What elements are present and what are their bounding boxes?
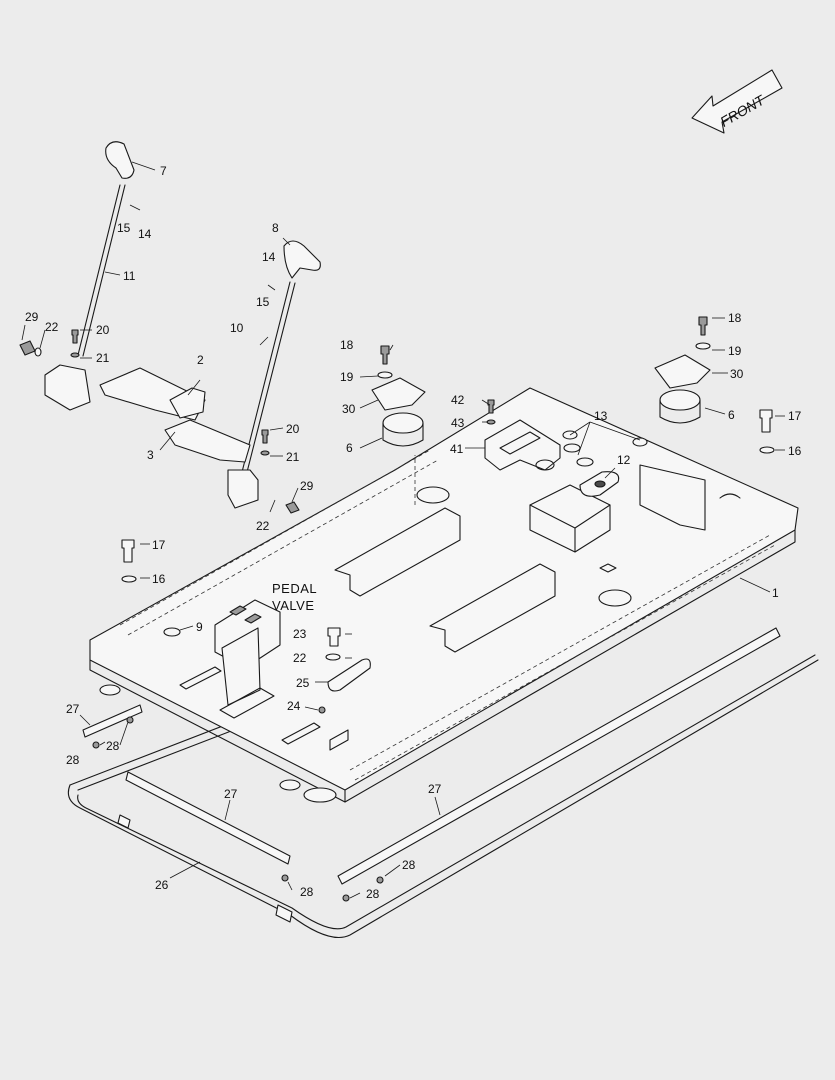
cab-mount-right	[654, 316, 711, 424]
leader-lines	[21, 161, 785, 899]
callout-41: 41	[450, 442, 464, 456]
callout-labels: 1 2 3 6 6 7 8 9 10 11 12 13 14 14 15 15 …	[25, 164, 802, 901]
callout-13: 13	[594, 409, 608, 423]
callout-27-left: 27	[66, 702, 80, 716]
callout-2: 2	[197, 353, 204, 367]
callout-18-right: 18	[728, 311, 742, 325]
callout-15-left: 15	[117, 221, 131, 235]
callout-43: 43	[451, 416, 465, 430]
callout-28-center: 28	[300, 885, 314, 899]
callout-30-right: 30	[730, 367, 744, 381]
callout-14-right: 14	[262, 250, 276, 264]
callout-22-lower: 22	[293, 651, 307, 665]
pedal-valve: PEDAL VALVE	[214, 581, 317, 706]
callout-27-center: 27	[224, 787, 238, 801]
pedal-valve-label-line1: PEDAL	[272, 581, 317, 596]
callout-6-left: 6	[346, 441, 353, 455]
cover-plate-25	[327, 658, 371, 692]
callout-29-right: 29	[300, 479, 314, 493]
callout-22-middle: 22	[256, 519, 270, 533]
callout-28-right-high: 28	[402, 858, 416, 872]
callout-22-top: 22	[45, 320, 59, 334]
callout-28-right-low: 28	[366, 887, 380, 901]
floor-seal-frame	[67, 654, 819, 939]
callout-16-right: 16	[788, 444, 802, 458]
console-bracket	[484, 419, 561, 471]
callout-3: 3	[147, 448, 154, 462]
callout-23: 23	[293, 627, 307, 641]
callout-19-right: 19	[728, 344, 742, 358]
plate-boots	[99, 684, 337, 803]
channel-brackets	[334, 507, 556, 653]
callout-18-left: 18	[340, 338, 354, 352]
callout-8: 8	[272, 221, 279, 235]
callout-17-left: 17	[152, 538, 166, 552]
floor-plate	[89, 387, 799, 803]
callout-28-left: 28	[106, 739, 120, 753]
callout-11: 11	[123, 269, 136, 283]
callout-14-left: 14	[138, 227, 152, 241]
callout-21-right: 21	[286, 450, 300, 464]
callout-12: 12	[617, 453, 631, 467]
seal-strips	[82, 627, 781, 885]
callout-30-left: 30	[342, 402, 356, 416]
callout-28-far-left: 28	[66, 753, 80, 767]
callout-15-right: 15	[256, 295, 270, 309]
callout-42: 42	[451, 393, 465, 407]
callout-7: 7	[160, 164, 167, 178]
lever-right	[164, 240, 321, 514]
cab-mount-left	[371, 345, 426, 447]
callout-25: 25	[296, 676, 310, 690]
callout-19-left: 19	[340, 370, 354, 384]
callout-16-left: 16	[152, 572, 166, 586]
callout-27-right: 27	[428, 782, 442, 796]
callout-1: 1	[772, 586, 779, 600]
front-arrow: FRONT	[691, 69, 783, 134]
callout-26: 26	[155, 878, 169, 892]
access-covers	[179, 666, 349, 751]
lever-left	[19, 141, 206, 421]
callout-20-left: 20	[96, 323, 110, 337]
callout-20-right: 20	[286, 422, 300, 436]
callout-24: 24	[287, 699, 301, 713]
callout-17-right: 17	[788, 409, 802, 423]
bolts-and-washers	[70, 329, 775, 902]
callout-21-left: 21	[96, 351, 110, 365]
controller-box	[529, 471, 620, 553]
pedal-valve-label-line2: VALVE	[272, 598, 314, 613]
callout-29-left: 29	[25, 310, 39, 324]
callout-6-right: 6	[728, 408, 735, 422]
callout-9: 9	[196, 620, 203, 634]
callout-10: 10	[230, 321, 244, 335]
